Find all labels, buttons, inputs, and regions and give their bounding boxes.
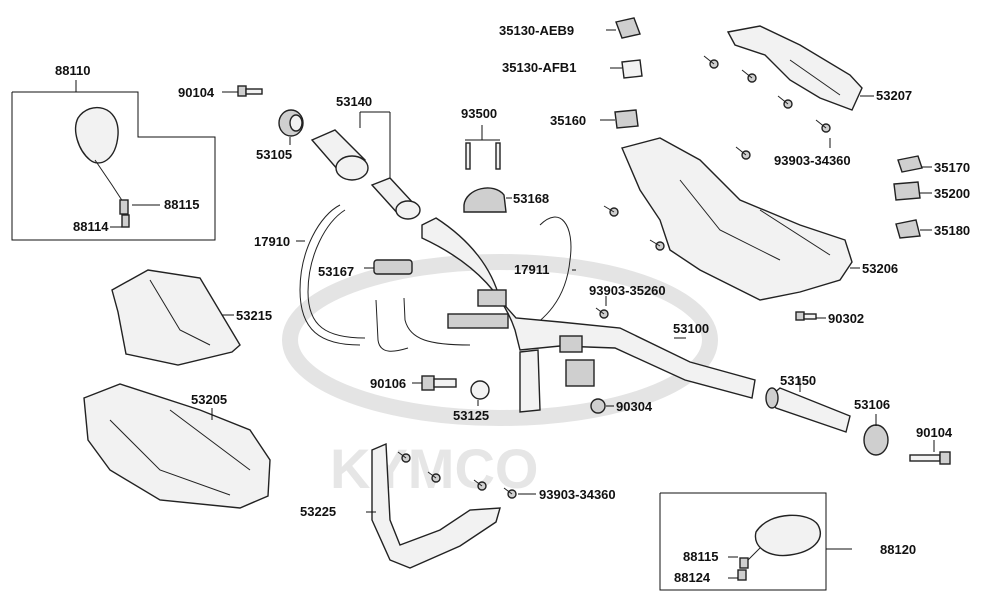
bar-end-weight-53105 <box>278 109 304 145</box>
label-53225: 53225 <box>300 504 336 519</box>
switch-35200 <box>893 181 932 201</box>
label-35200: 35200 <box>934 186 970 201</box>
bolt-90106 <box>412 375 457 391</box>
label-88124: 88124 <box>674 570 711 585</box>
label-35180: 35180 <box>934 223 970 238</box>
screw-90104-top <box>222 85 263 97</box>
clamp-53167 <box>364 259 413 275</box>
grip-53150 <box>765 378 851 433</box>
switch-cables <box>375 297 471 352</box>
label-53105: 53105 <box>256 147 292 162</box>
label-53106: 53106 <box>854 397 890 412</box>
label-88110: 88110 <box>55 63 90 78</box>
switch-35130-aeb9 <box>606 17 641 39</box>
label-90104-top: 90104 <box>178 85 215 100</box>
label-53140: 53140 <box>336 94 372 109</box>
bar-end-weight-53106 <box>863 414 889 456</box>
label-93903-35260: 93903-35260 <box>589 283 666 298</box>
windscreen-53215 <box>111 269 241 366</box>
cable-17910 <box>296 204 366 346</box>
label-53205: 53205 <box>191 392 227 407</box>
label-53167: 53167 <box>318 264 354 279</box>
switch-35170 <box>897 155 932 173</box>
label-53150: 53150 <box>780 373 816 388</box>
cover-53205 <box>83 383 271 509</box>
label-53168: 53168 <box>513 191 549 206</box>
kymco-watermark: KYMCO <box>282 254 718 500</box>
screws-cluster-top <box>703 55 831 160</box>
washer-53125 <box>470 380 490 406</box>
switch-35160 <box>600 109 639 129</box>
label-93500: 93500 <box>461 106 497 121</box>
cover-53225 <box>366 442 501 569</box>
label-90104-right: 90104 <box>916 425 953 440</box>
label-93903-34360-top: 93903-34360 <box>774 153 851 168</box>
handlebar-53100 <box>421 217 756 413</box>
label-90106: 90106 <box>370 376 406 391</box>
screw-90104-right <box>909 440 951 465</box>
grip-throttle-53140 <box>310 111 421 220</box>
screws-cluster-bottom <box>397 451 536 499</box>
mirror-right-group <box>659 492 852 591</box>
label-53100: 53100 <box>673 321 709 336</box>
label-90304: 90304 <box>616 399 653 414</box>
label-88115-right: 88115 <box>683 549 718 564</box>
label-88120: 88120 <box>880 542 916 557</box>
screws-cluster-mid <box>595 205 665 319</box>
switch-35130-afb1 <box>610 59 643 79</box>
cover-53207 <box>726 25 874 111</box>
label-53125: 53125 <box>453 408 489 423</box>
label-93903-34360-bottom: 93903-34360 <box>539 487 616 502</box>
holder-53168 <box>463 187 512 213</box>
label-88115-left: 88115 <box>164 197 199 212</box>
switch-35180 <box>895 219 932 239</box>
cover-53206 <box>621 137 860 301</box>
watermark-text: KYMCO <box>330 437 538 500</box>
label-35130-afb1: 35130-AFB1 <box>502 60 576 75</box>
nut-90304 <box>590 398 614 414</box>
screw-90302 <box>795 311 826 321</box>
label-35160: 35160 <box>550 113 586 128</box>
bolts-93500 <box>465 125 501 170</box>
mirror-left-group <box>11 80 216 241</box>
label-35130-aeb9: 35130-AEB9 <box>499 23 574 38</box>
label-17911: 17911 <box>514 262 549 277</box>
label-53215: 53215 <box>236 308 272 323</box>
label-53207: 53207 <box>876 88 912 103</box>
label-88114: 88114 <box>73 219 109 234</box>
label-17910: 17910 <box>254 234 290 249</box>
label-35170: 35170 <box>934 160 970 175</box>
label-90302: 90302 <box>828 311 864 326</box>
label-53206: 53206 <box>862 261 898 276</box>
